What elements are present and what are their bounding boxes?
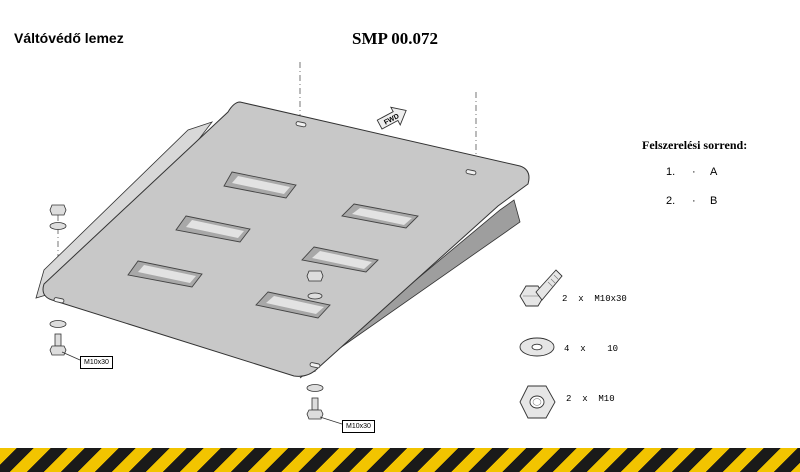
bolt-shank-icon <box>311 397 319 411</box>
nut-icon <box>306 270 324 282</box>
skid-plate <box>42 101 530 377</box>
fwd-label: FWD <box>383 113 400 127</box>
emboss-highlight <box>138 265 196 283</box>
bolt-head-icon <box>306 409 324 420</box>
mount-slot <box>465 169 477 176</box>
emboss-highlight <box>266 296 324 314</box>
step-dot: · <box>692 195 696 207</box>
callout-leader <box>61 351 81 361</box>
mount-slot <box>309 362 321 369</box>
step-value: A <box>710 166 718 178</box>
mount-slot <box>53 297 65 304</box>
assembly-order-title: Felszerelési sorrend: <box>642 138 748 152</box>
assembly-step: 2. · B <box>666 195 717 207</box>
hazard-stripe-footer <box>0 448 800 472</box>
right-hardware <box>306 270 324 420</box>
fwd-arrow-icon: FWD <box>376 106 407 130</box>
bolt-quantity-label: 2 x M10x30 <box>562 294 627 304</box>
washer-icon <box>306 384 324 392</box>
emboss-highlight <box>312 251 372 269</box>
mount-slot <box>295 121 307 128</box>
bolt-shank-icon <box>54 333 62 347</box>
left-hardware <box>49 204 67 356</box>
nut-icon <box>49 204 67 216</box>
legend-bolt-icon <box>519 269 563 307</box>
emboss-highlight <box>352 208 412 225</box>
step-number: 2. <box>666 195 676 207</box>
washer-quantity-label: 4 x 10 <box>564 344 619 354</box>
callout-bolt-right: M10x30 <box>342 420 375 433</box>
washer-icon <box>49 320 67 328</box>
assembly-step: 1. · A <box>666 166 717 178</box>
washer-icon <box>307 292 323 300</box>
product-code: SMP 00.072 <box>352 29 438 48</box>
bolt-head-icon <box>49 345 67 356</box>
washer-icon <box>49 222 67 230</box>
emboss-highlight <box>186 220 244 238</box>
step-value: B <box>710 195 718 207</box>
page-title: Váltóvédő lemez <box>14 30 124 46</box>
callout-bolt-left: M10x30 <box>80 356 113 369</box>
emboss-highlight <box>232 176 290 194</box>
legend-nut-icon <box>519 385 556 419</box>
nut-quantity-label: 2 x M10 <box>566 394 615 404</box>
legend-washer-icon <box>519 337 555 357</box>
step-number: 1. <box>666 166 676 178</box>
callout-leader <box>319 416 343 425</box>
step-dot: · <box>692 166 696 178</box>
